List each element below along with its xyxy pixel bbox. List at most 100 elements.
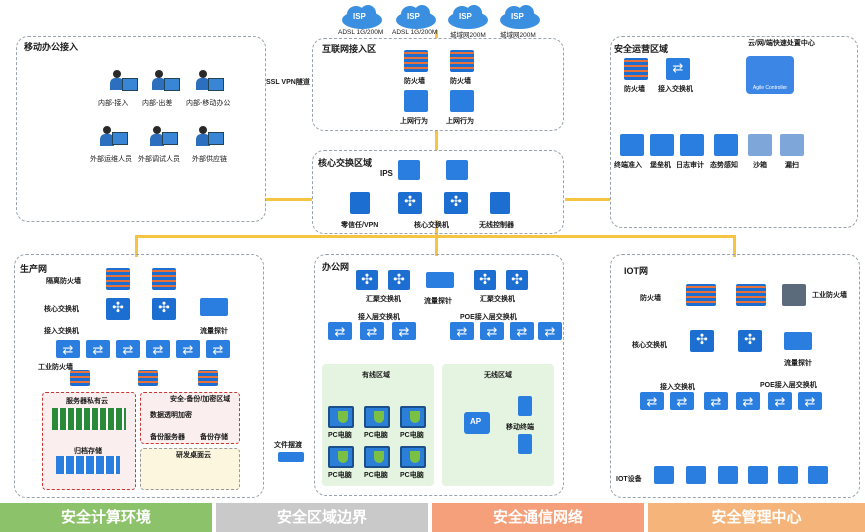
core-switch-icon (738, 330, 762, 352)
bastion-icon (650, 134, 674, 156)
file-ferry-icon (278, 452, 304, 462)
sandbox-icon (748, 134, 772, 156)
pc-label: PC电脑 (400, 432, 424, 439)
secops-device-label: 终端准入 (614, 162, 642, 169)
user-icon (110, 70, 124, 90)
firewall-icon (736, 284, 766, 306)
switch-icon (736, 392, 760, 410)
office-access-label: 接入层交换机 (358, 314, 400, 321)
pc-icon (328, 446, 354, 468)
link-core-iot-v (733, 235, 736, 257)
firewall-icon (106, 268, 130, 290)
link-core-production-v (135, 235, 138, 257)
monitor-icon (208, 132, 224, 145)
secops-device-label: 态势感知 (710, 162, 738, 169)
secops-device-label: 日志审计 (676, 162, 704, 169)
isp-name: ISP (459, 12, 472, 21)
switch-icon (670, 392, 694, 410)
mobile-terminal-icon (518, 396, 532, 416)
agg-switch-icon (388, 270, 410, 290)
core-switch-icon (690, 330, 714, 352)
firewall-icon (152, 268, 176, 290)
mobile-terminal-icon (518, 434, 532, 454)
link-internet-core (435, 130, 438, 150)
secops-access-switch-label: 接入交换机 (658, 86, 693, 93)
switch-icon (176, 340, 200, 358)
industrial-firewall-icon (782, 284, 806, 306)
mobile-internal-label: 内部-移动办公 (186, 100, 231, 107)
zone-iot-title: IOT网 (624, 266, 648, 276)
prod-access-switch-label: 接入交换机 (44, 328, 79, 335)
mobile-internal-label: 内部-出差 (142, 100, 173, 107)
secops-device-label: 漏扫 (785, 162, 799, 169)
switch-icon (56, 340, 80, 358)
switch-icon (480, 322, 504, 340)
firewall-icon (404, 50, 428, 72)
switch-icon (86, 340, 110, 358)
office-probe-label: 流量探针 (424, 298, 452, 305)
switch-icon (538, 322, 562, 340)
secops-device-label: 沙箱 (753, 162, 767, 169)
core-switch-label: 核心交换机 (414, 222, 449, 229)
switch-icon (450, 322, 474, 340)
zone-internet (312, 38, 564, 131)
wireless-label: 无线区域 (484, 372, 512, 379)
core-switch-icon (106, 298, 130, 320)
cloud-center-label: 云/网/端快速处置中心 (748, 40, 815, 47)
zone-mobile-title: 移动办公接入 (24, 42, 79, 52)
switch-icon (360, 322, 384, 340)
switch-icon (392, 322, 416, 340)
footer-category: 安全计算环境 (0, 503, 212, 532)
pc-label: PC电脑 (328, 472, 352, 479)
zone-production (14, 254, 264, 498)
switch-icon (768, 392, 792, 410)
secops-firewall-label: 防火墙 (624, 86, 645, 93)
vuln-scan-icon (780, 134, 804, 156)
backup-server-label: 备份服务器 (150, 434, 185, 441)
traffic-probe-icon (426, 272, 454, 288)
monitor-icon (112, 132, 128, 145)
isp-label: 城域网200M (500, 32, 536, 39)
office-agg-label: 汇聚交换机 (366, 296, 401, 303)
mobile-external-label: 外部调试人员 (138, 156, 180, 163)
switch-icon (206, 340, 230, 358)
footer-category: 安全管理中心 (648, 503, 865, 532)
wired-label: 有线区域 (362, 372, 390, 379)
situation-awareness-icon (714, 134, 738, 156)
iot-device-icon (808, 466, 828, 484)
ap-icon: AP (464, 412, 490, 434)
db-encrypt-label: 数据透明加密 (150, 412, 192, 419)
isp-cloud-2: ISP (394, 4, 438, 30)
footer-category: 安全通信网络 (432, 503, 644, 532)
ips-label: IPS (380, 169, 393, 178)
internet-behavior-label: 上网行为 (400, 118, 428, 125)
isolation-fw-label: 隔离防火墙 (46, 278, 81, 285)
file-ferry-label: 文件摆渡 (274, 442, 302, 449)
core-switch-icon (398, 192, 422, 214)
internet-firewall-label: 防火墙 (450, 78, 471, 85)
wireless-panel (442, 364, 554, 486)
switch-icon (146, 340, 170, 358)
user-icon (196, 70, 210, 90)
iot-industrial-fw-label: 工业防火墙 (812, 292, 847, 299)
rnd-desktop-panel (140, 448, 240, 490)
switch-icon (510, 322, 534, 340)
mobile-external-label: 外部供应链 (192, 156, 227, 163)
pc-icon (328, 406, 354, 428)
iot-probe-label: 流量探针 (784, 360, 812, 367)
zone-core (312, 150, 564, 234)
zone-iot (610, 254, 860, 498)
isp-cloud-4: ISP (498, 4, 542, 30)
pc-icon (364, 406, 390, 428)
backup-zone-panel (140, 392, 240, 444)
link-core-mobile (266, 198, 312, 201)
ap-label: AP (470, 417, 482, 426)
server-rack-icon (52, 408, 126, 430)
ips-icon (398, 160, 420, 180)
isp-label: ADSL 1G/200M (392, 29, 438, 36)
agg-switch-icon (356, 270, 378, 290)
user-icon (150, 126, 164, 146)
iot-core-switch-label: 核心交换机 (632, 342, 667, 349)
prod-core-switch-label: 核心交换机 (44, 306, 79, 313)
firewall-icon (70, 370, 90, 386)
